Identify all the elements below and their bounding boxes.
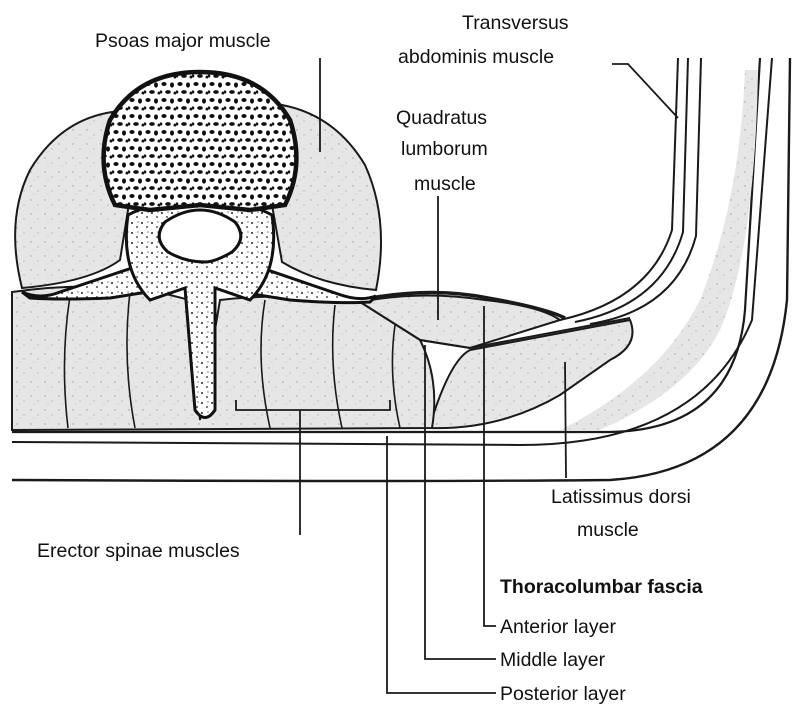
label-transversus-1: Transversus — [462, 12, 569, 34]
label-transversus-2: abdominis muscle — [398, 46, 554, 68]
label-erector-spinae: Erector spinae muscles — [37, 540, 240, 562]
transversus-abdominis-bands — [560, 58, 701, 324]
label-middle-layer: Middle layer — [500, 649, 606, 671]
latissimus-leader — [565, 362, 566, 478]
latissimus-dorsi-extension — [560, 70, 758, 430]
label-latissimus-2: muscle — [577, 519, 639, 541]
label-posterior-layer: Posterior layer — [500, 683, 626, 705]
label-quadratus-3: muscle — [414, 173, 476, 195]
transversus-leader — [612, 64, 678, 118]
label-latissimus-1: Latissimus dorsi — [551, 486, 691, 508]
erector-spinae-muscles — [12, 286, 434, 430]
label-quadratus-1: Quadratus — [396, 107, 487, 129]
vertebral-foramen — [159, 210, 241, 262]
vertebral-body — [104, 72, 297, 210]
posterior-leader — [387, 436, 496, 693]
label-anterior-layer: Anterior layer — [500, 616, 616, 638]
label-psoas-major: Psoas major muscle — [95, 30, 271, 52]
label-thoracolumbar-fascia: Thoracolumbar fascia — [500, 576, 703, 598]
label-quadratus-2: lumborum — [401, 138, 488, 160]
